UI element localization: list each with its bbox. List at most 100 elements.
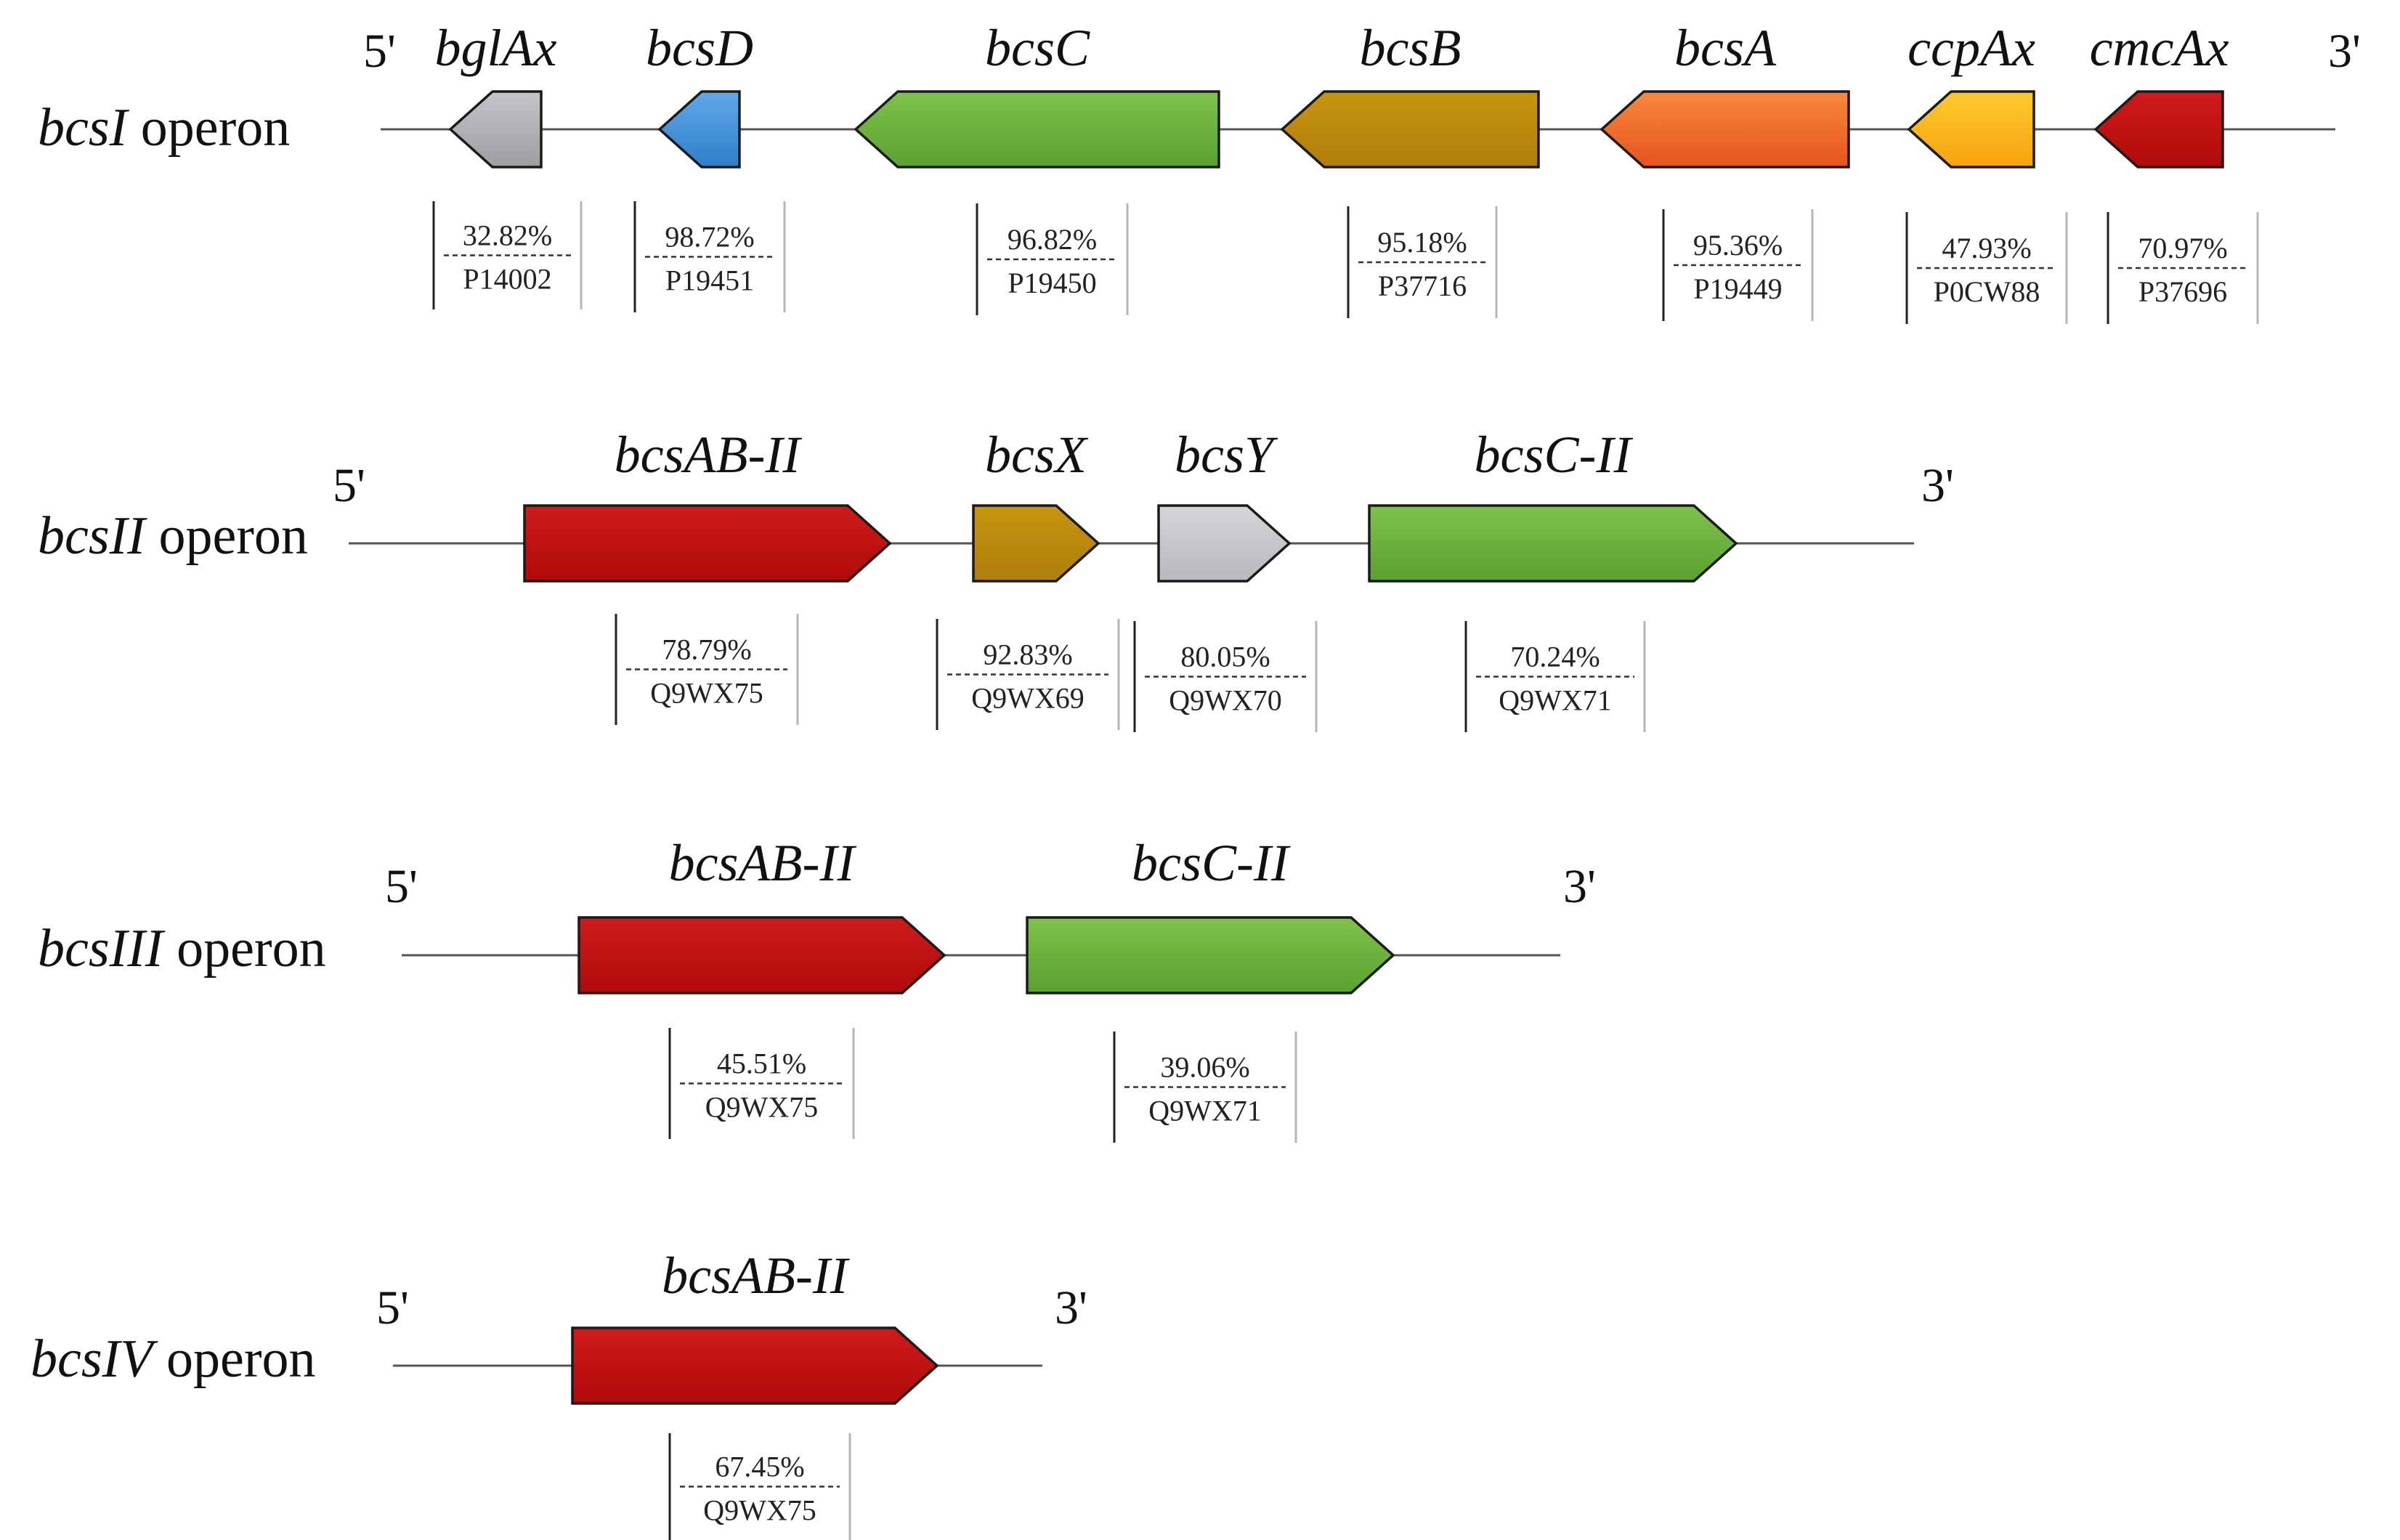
identity-percent: 78.79% (662, 633, 751, 666)
uniprot-accession: P14002 (463, 263, 551, 296)
gene-label: bglAx (435, 19, 557, 77)
uniprot-accession: P0CW88 (1934, 275, 2040, 308)
gene-bcsC-II: bcsC-II 70.24% Q9WX71 (1368, 426, 1738, 732)
gene-arrow (2093, 90, 2224, 169)
operon-name: bcsIII operon (38, 919, 326, 978)
gene-arrow (1368, 504, 1738, 583)
operon-bcsI: bcsI operon 5' 3' bglAx 32.82% P14002 bcsD 98.7… (38, 19, 2361, 324)
gene-arrow (972, 504, 1100, 583)
gene-label: bcsA (1674, 19, 1777, 77)
gene-bcsX: bcsX 92.83% Q9WX69 (936, 426, 1120, 730)
five-prime-label: 5' (333, 459, 365, 512)
identity-percent: 96.82% (1008, 223, 1097, 256)
gene-label: cmcAx (2090, 19, 2229, 77)
uniprot-accession: P19449 (1693, 272, 1782, 305)
identity-box: 32.82% P14002 (432, 201, 583, 309)
operon-name: bcsII operon (38, 506, 308, 566)
identity-box: 39.06% Q9WX71 (1113, 1032, 1297, 1143)
identity-percent: 47.93% (1942, 232, 2031, 264)
gene-bcsC: bcsC 96.82% P19450 (854, 19, 1220, 315)
uniprot-accession: P37696 (2138, 275, 2227, 308)
uniprot-accession: Q9WX75 (650, 677, 763, 710)
three-prime-label: 3' (2328, 25, 2361, 78)
operon-name-italic: bcsI (38, 98, 130, 158)
gene-label: bcsC (985, 19, 1090, 77)
identity-box: 96.82% P19450 (976, 203, 1129, 315)
gene-bcsAB-II: bcsAB-II 67.45% Q9WX75 (571, 1247, 939, 1540)
gene-bglAx: bglAx 32.82% P14002 (432, 19, 583, 309)
uniprot-accession: Q9WX75 (703, 1494, 816, 1527)
gene-arrow (571, 1326, 939, 1405)
identity-box: 70.24% Q9WX71 (1464, 621, 1646, 732)
uniprot-accession: Q9WX70 (1169, 684, 1282, 717)
gene-bcsC-II: bcsC-II 39.06% Q9WX71 (1026, 834, 1395, 1143)
identity-percent: 98.72% (665, 221, 754, 254)
identity-box: 92.83% Q9WX69 (936, 619, 1120, 730)
five-prime-label: 5' (363, 25, 396, 78)
operon-name-italic: bcsIV (31, 1329, 158, 1389)
identity-percent: 70.24% (1510, 641, 1600, 673)
operon-name-suffix: operon (153, 1329, 316, 1389)
identity-box: 95.36% P19449 (1662, 209, 1814, 321)
gene-label: bcsX (985, 426, 1089, 484)
gene-ccpAx: ccpAx 47.93% P0CW88 (1905, 19, 2068, 324)
identity-box: 47.93% P0CW88 (1905, 212, 2068, 324)
gene-arrow (1026, 916, 1395, 994)
gene-bcsAB-II: bcsAB-II 78.79% Q9WX75 (523, 426, 892, 725)
three-prime-label: 3' (1921, 459, 1954, 512)
gene-arrow (1280, 90, 1540, 169)
identity-percent: 67.45% (715, 1451, 804, 1483)
identity-box: 98.72%P19451 (633, 201, 786, 312)
operon-name-suffix: operon (145, 506, 308, 566)
operon-name-italic: bcsIII (38, 919, 166, 978)
gene-arrow (448, 90, 543, 169)
identity-percent: 80.05% (1180, 641, 1270, 673)
gene-arrow (1157, 504, 1292, 583)
operon-bcsIV: bcsIV operon 5' 3' bcsAB-II 67.45% Q9WX75 (31, 1247, 1087, 1540)
five-prime-label: 5' (385, 860, 418, 913)
three-prime-label: 3' (1055, 1281, 1087, 1334)
operon-name-suffix: operon (163, 919, 326, 978)
five-prime-label: 5' (376, 1281, 409, 1334)
gene-bcsY: bcsY 80.05% Q9WX70 (1133, 426, 1318, 732)
gene-label: bcsY (1175, 426, 1278, 484)
identity-percent: 39.06% (1160, 1051, 1249, 1084)
operon-name: bcsI operon (38, 98, 290, 158)
gene-arrow (657, 90, 741, 169)
identity-percent: 70.97% (2138, 232, 2227, 264)
three-prime-label: 3' (1563, 860, 1596, 913)
gene-arrow (1600, 90, 1850, 169)
gene-label: bcsD (646, 19, 753, 77)
gene-bcsAB-II: bcsAB-II 45.51% Q9WX75 (577, 834, 946, 1139)
gene-arrow (1907, 90, 2035, 169)
identity-percent: 32.82% (463, 219, 552, 252)
operon-name: bcsIV operon (31, 1329, 316, 1389)
identity-percent: 92.83% (983, 639, 1072, 671)
identity-box: 78.79% Q9WX75 (615, 614, 799, 725)
uniprot-accession: P19450 (1008, 267, 1096, 299)
uniprot-accession: Q9WX69 (971, 682, 1085, 715)
identity-percent: 95.36% (1693, 229, 1783, 262)
uniprot-accession: Q9WX71 (1148, 1095, 1262, 1127)
uniprot-accession: Q9WX71 (1499, 684, 1612, 717)
identity-percent: 95.18% (1377, 226, 1467, 259)
gene-label: bcsB (1360, 19, 1462, 77)
gene-arrow (854, 90, 1220, 169)
gene-label: bcsAB-II (669, 834, 857, 892)
identity-percent: 45.51% (717, 1047, 806, 1080)
gene-label: bcsC-II (1475, 426, 1634, 484)
gene-label: bcsAB-II (615, 426, 803, 484)
gene-label: ccpAx (1908, 19, 2035, 77)
operon-name-suffix: operon (127, 98, 290, 158)
operon-name-italic: bcsII (38, 506, 147, 566)
gene-label: bcsC-II (1132, 834, 1291, 892)
operon-bcsII: bcsII operon 5' 3' bcsAB-II 78.79% Q9WX75 bcsX… (38, 426, 1954, 732)
identity-box: 80.05% Q9WX70 (1133, 621, 1318, 732)
gene-arrow (577, 916, 946, 994)
identity-box: 67.45% Q9WX75 (668, 1433, 851, 1540)
gene-label: bcsAB-II (662, 1247, 850, 1305)
identity-box: 45.51% Q9WX75 (668, 1028, 855, 1139)
uniprot-accession: Q9WX75 (705, 1091, 819, 1124)
